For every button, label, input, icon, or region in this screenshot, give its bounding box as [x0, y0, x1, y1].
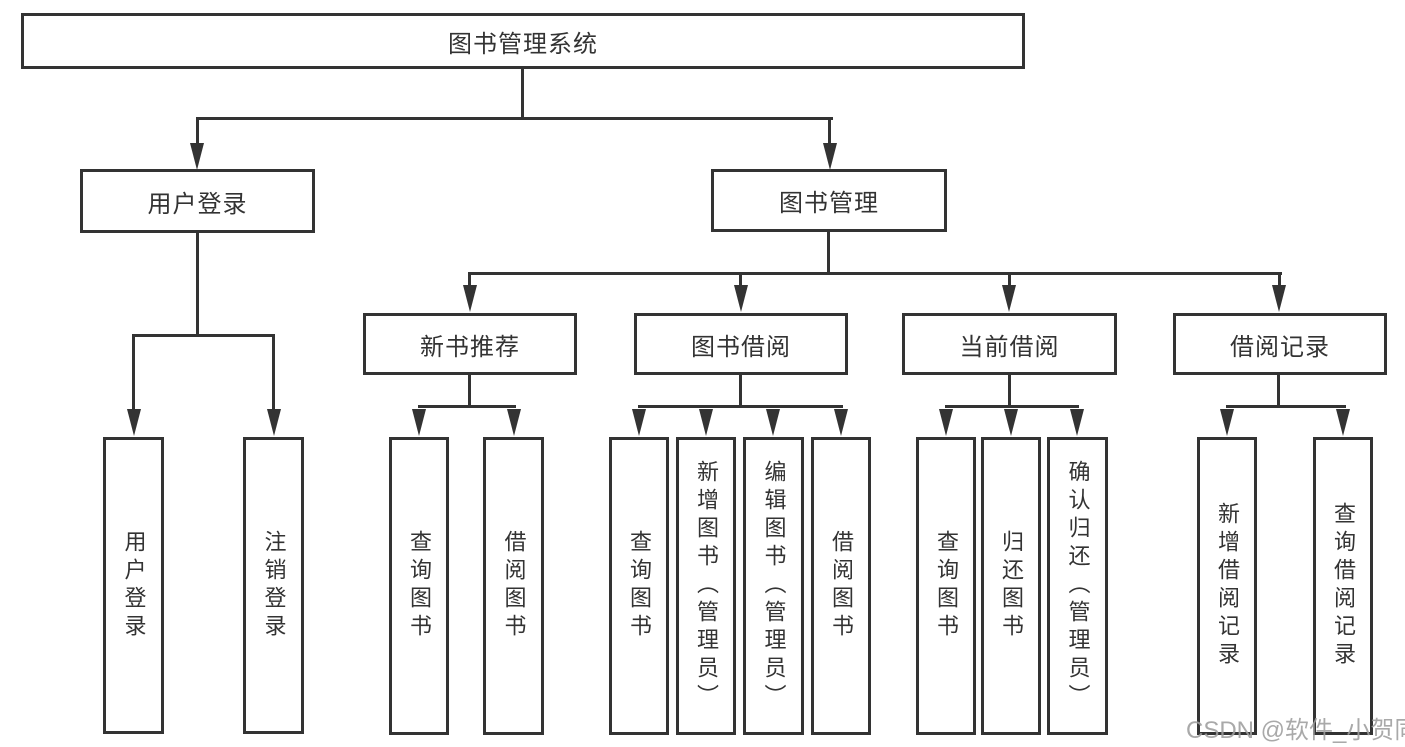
leaf-cb-return-book: 归还图书: [981, 437, 1041, 735]
leaf-cb-query-book: 查询图书: [916, 437, 976, 735]
connector-line: [196, 232, 199, 337]
leaf-logout: 注销登录: [243, 437, 304, 734]
arrow-down-icon: [699, 409, 713, 436]
connector-line: [1278, 272, 1281, 288]
node-current-borrowing: 当前借阅: [902, 313, 1117, 375]
connector-line: [638, 405, 843, 408]
connector-line: [945, 405, 1079, 408]
connector-line: [132, 334, 275, 337]
arrow-down-icon: [412, 409, 426, 436]
connector-line: [272, 334, 275, 412]
leaf-bb-query-book: 查询图书: [609, 437, 669, 735]
leaf-bb-edit-book-admin: 编辑图书（管理员）: [743, 437, 804, 735]
arrow-down-icon: [1220, 409, 1234, 436]
connector-line: [739, 373, 742, 408]
node-user-login: 用户登录: [80, 169, 315, 233]
leaf-nbr-borrow-book: 借阅图书: [483, 437, 544, 735]
connector-line: [521, 69, 524, 120]
connector-line: [196, 117, 833, 120]
csdn-watermark: CSDN @软件_小贺同学: [1186, 717, 1405, 744]
arrow-down-icon: [507, 409, 521, 436]
node-library-management-system: 图书管理系统: [21, 13, 1025, 69]
arrow-down-icon: [1070, 409, 1084, 436]
leaf-cb-confirm-return-admin: 确认归还（管理员）: [1047, 437, 1108, 735]
leaf-br-query-record: 查询借阅记录: [1313, 437, 1373, 735]
leaf-bb-borrow-book: 借阅图书: [811, 437, 871, 735]
connector-line: [132, 334, 135, 412]
node-book-management: 图书管理: [711, 169, 947, 232]
connector-line: [828, 117, 831, 147]
arrow-down-icon: [939, 409, 953, 436]
node-book-borrowing: 图书借阅: [634, 313, 848, 375]
connector-line: [418, 405, 516, 408]
connector-line: [468, 373, 471, 408]
arrow-down-icon: [834, 409, 848, 436]
arrow-down-icon: [190, 143, 204, 170]
arrow-down-icon: [766, 409, 780, 436]
connector-line: [468, 272, 471, 288]
leaf-user-login: 用户登录: [103, 437, 164, 734]
arrow-down-icon: [1002, 285, 1016, 312]
connector-line: [1008, 272, 1011, 288]
arrow-down-icon: [463, 285, 477, 312]
arrow-down-icon: [1336, 409, 1350, 436]
arrow-down-icon: [734, 285, 748, 312]
connector-line: [196, 117, 199, 147]
arrow-down-icon: [1004, 409, 1018, 436]
arrow-down-icon: [267, 409, 281, 436]
connector-line: [827, 232, 830, 275]
leaf-bb-add-book-admin: 新增图书（管理员）: [676, 437, 736, 735]
arrow-down-icon: [823, 143, 837, 170]
leaf-nbr-query-book: 查询图书: [389, 437, 449, 735]
connector-line: [1277, 373, 1280, 408]
leaf-br-add-record: 新增借阅记录: [1197, 437, 1257, 735]
node-borrowing-records: 借阅记录: [1173, 313, 1387, 375]
arrow-down-icon: [1272, 285, 1286, 312]
arrow-down-icon: [632, 409, 646, 436]
node-new-book-recommendation: 新书推荐: [363, 313, 577, 375]
connector-line: [1226, 405, 1346, 408]
connector-line: [469, 272, 1282, 275]
connector-line: [1008, 373, 1011, 408]
arrow-down-icon: [127, 409, 141, 436]
connector-line: [739, 272, 742, 288]
